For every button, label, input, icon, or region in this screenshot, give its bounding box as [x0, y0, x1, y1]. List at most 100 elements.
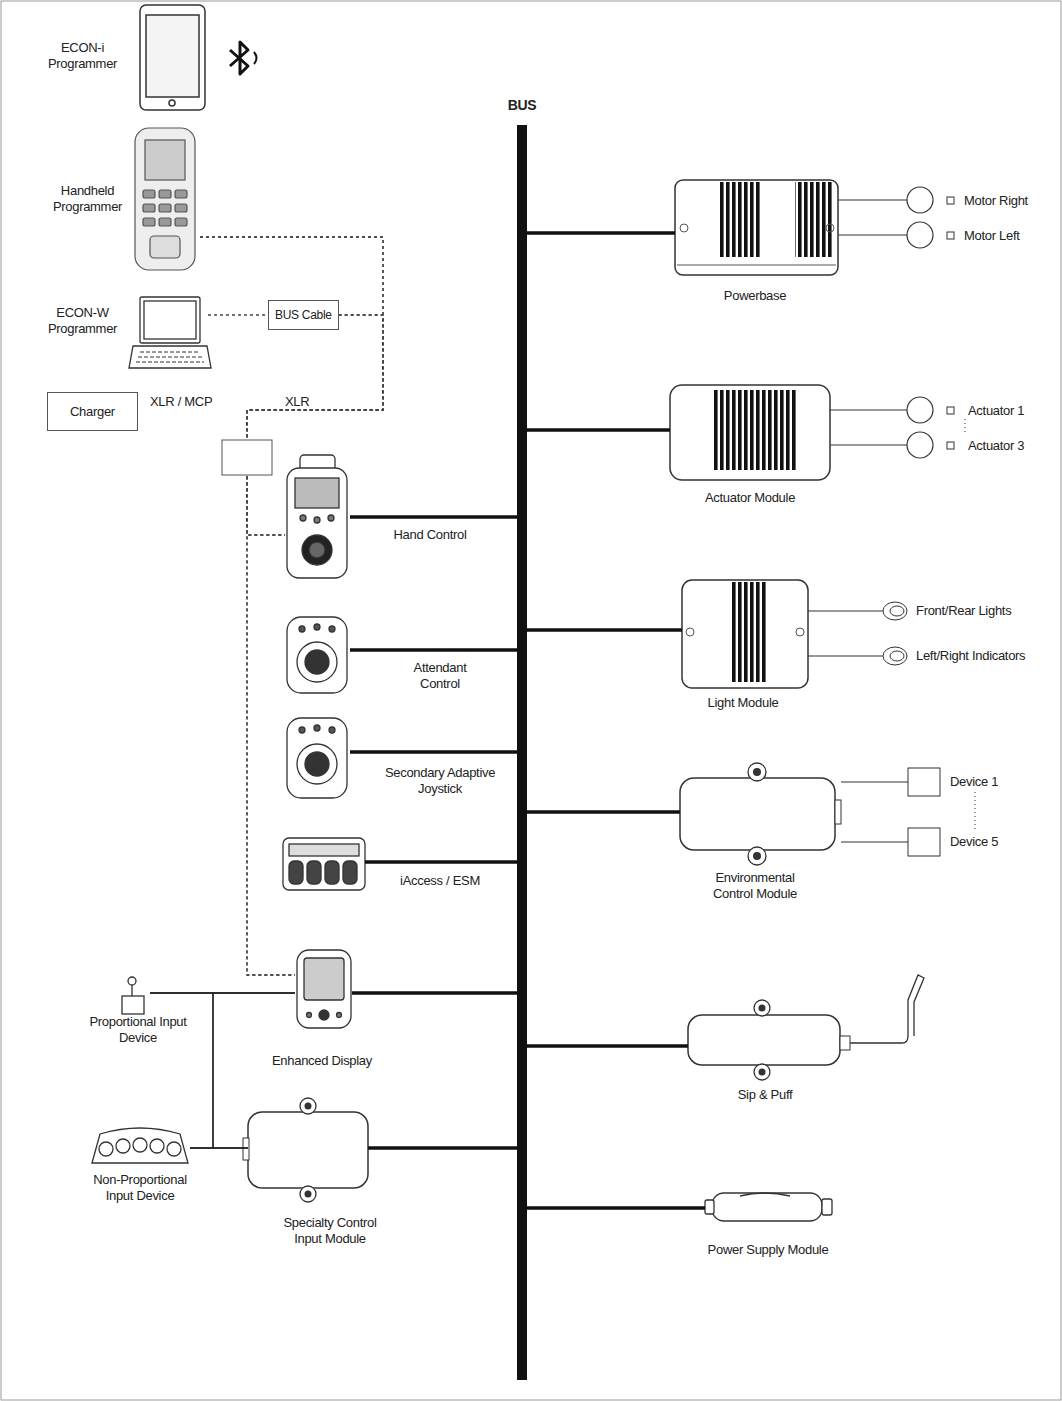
bus-connection: [527, 1044, 688, 1048]
actuator-module: [830, 409, 907, 410]
part-name: Actuator Module: [680, 490, 820, 506]
output-label: Motor Right: [964, 193, 1028, 209]
light-module: [890, 606, 904, 616]
non-proportional-input: Non-Proportional Input Device: [88, 1128, 190, 1165]
part-name: ECON-W Programmer: [40, 305, 125, 337]
actuator-module: [947, 407, 954, 414]
handheld-programmer-icon: [143, 204, 155, 212]
specialty-control-module: Specialty Control Input Module: [248, 1100, 368, 1200]
light-module: [686, 628, 694, 636]
environmental-module: Environmental Control Module: [680, 765, 835, 865]
handheld-programmer-icon: [143, 190, 155, 198]
environmental-control-module: [680, 763, 975, 865]
handheld-programmer-icon: [145, 140, 185, 180]
environmental-control-module: [908, 828, 940, 856]
hand-control-icon: [309, 542, 325, 558]
bus-connection: [368, 1146, 517, 1150]
laptop-icon: [140, 297, 200, 343]
light-module: [808, 655, 883, 656]
light-module: [682, 580, 808, 688]
xlr-junction-box: [222, 440, 272, 475]
bluetooth-symbol: [230, 42, 248, 74]
bus-connection: [350, 515, 517, 519]
bus-connection: [365, 860, 517, 864]
output-label: Front/Rear Lights: [916, 603, 1011, 619]
output-label: Device 5: [950, 834, 998, 850]
specialty-control-module: [243, 1098, 368, 1202]
handheld-programmer-icon: [175, 190, 187, 198]
specialty-control-module: [248, 1112, 368, 1188]
powerbase-module: [947, 197, 954, 204]
attendant-control-icon: [329, 626, 335, 632]
proportional-input-icon: [128, 977, 136, 985]
xlr-junction-box: [222, 440, 272, 475]
iaccess-icon: [343, 861, 357, 884]
sip-and-puff-module: [850, 975, 924, 1043]
part-name: Power Supply Module: [698, 1242, 838, 1258]
bluetooth-symbol: [254, 52, 257, 64]
bus-connection: [527, 628, 682, 632]
part-name: Light Module: [683, 695, 803, 711]
non-proportional-input-icon: [92, 1128, 188, 1163]
proportional-input-icon: [122, 977, 144, 1014]
enhanced-display: Enhanced Display: [295, 948, 352, 1030]
power-supply-module: [705, 1200, 714, 1214]
power-supply-module: [822, 1199, 832, 1215]
handheld-programmer-icon: [135, 128, 195, 270]
hand-control: Hand Control: [285, 455, 350, 580]
secondary-joystick-icon: [314, 725, 320, 731]
powerbase-module: [907, 187, 933, 213]
part-name: Specialty Control Input Module: [270, 1215, 390, 1247]
actuator-module: Actuator Module: [670, 385, 830, 482]
actuator-module: [830, 444, 907, 445]
actuator-module: [712, 390, 798, 470]
programmer-device: ECON-W Programmer: [135, 295, 208, 370]
hand-control-icon: [328, 515, 334, 521]
laptop-icon: [129, 297, 211, 368]
handheld-programmer-icon: [143, 218, 155, 226]
environmental-control-module: [680, 778, 835, 850]
hand-control-icon: [287, 455, 347, 578]
part-name: ECON-i Programmer: [40, 40, 125, 72]
iaccess-icon: [289, 861, 303, 884]
powerbase-module: [677, 265, 836, 266]
sip-and-puff-module: [688, 1015, 840, 1065]
part-name: Enhanced Display: [257, 1053, 387, 1069]
part-name: Secondary Adaptive Joystick: [375, 765, 505, 797]
enhanced-display-icon: [337, 1013, 342, 1018]
environmental-control-module: [748, 847, 766, 865]
actuator-module: [670, 385, 830, 480]
iaccess-icon: [283, 838, 365, 890]
secondary-joystick: Secondary Adaptive Joystick: [285, 715, 350, 800]
enhanced-display-icon: [304, 958, 344, 1000]
enhanced-display-icon: [307, 1013, 312, 1018]
programming-cable: [247, 315, 383, 535]
environmental-control-module: [835, 800, 841, 824]
environmental-control-module: [753, 852, 761, 860]
iaccess-icon: [307, 861, 321, 884]
programmer-device: ECON-i Programmer: [140, 5, 205, 110]
box-text: BUS Cable: [275, 308, 332, 322]
bus-connection: [350, 750, 517, 754]
powerbase-module: [718, 182, 760, 257]
hand-control-icon: [302, 535, 332, 565]
environmental-control-module: [748, 763, 766, 781]
hand-control-icon: [314, 517, 320, 523]
attendant-control-icon: [314, 624, 320, 630]
sip-and-puff-module: [759, 1069, 766, 1076]
secondary-joystick-icon: [287, 718, 347, 798]
actuator-module: [907, 432, 933, 458]
powerbase-module: [680, 224, 688, 232]
sip-and-puff-module: [840, 1036, 850, 1050]
bus-connection: [527, 1206, 705, 1210]
attendant-control-icon: [305, 650, 329, 674]
proportional-input: Proportional Input Device: [117, 978, 150, 1016]
sip-and-puff: Sip & Puff: [688, 1005, 840, 1080]
non-proportional-input-icon: [133, 1138, 147, 1152]
specialty-control-module: [300, 1186, 316, 1202]
power-supply-module: [712, 1193, 822, 1221]
attendant-control-icon: [297, 642, 337, 682]
light-module: [682, 580, 907, 688]
